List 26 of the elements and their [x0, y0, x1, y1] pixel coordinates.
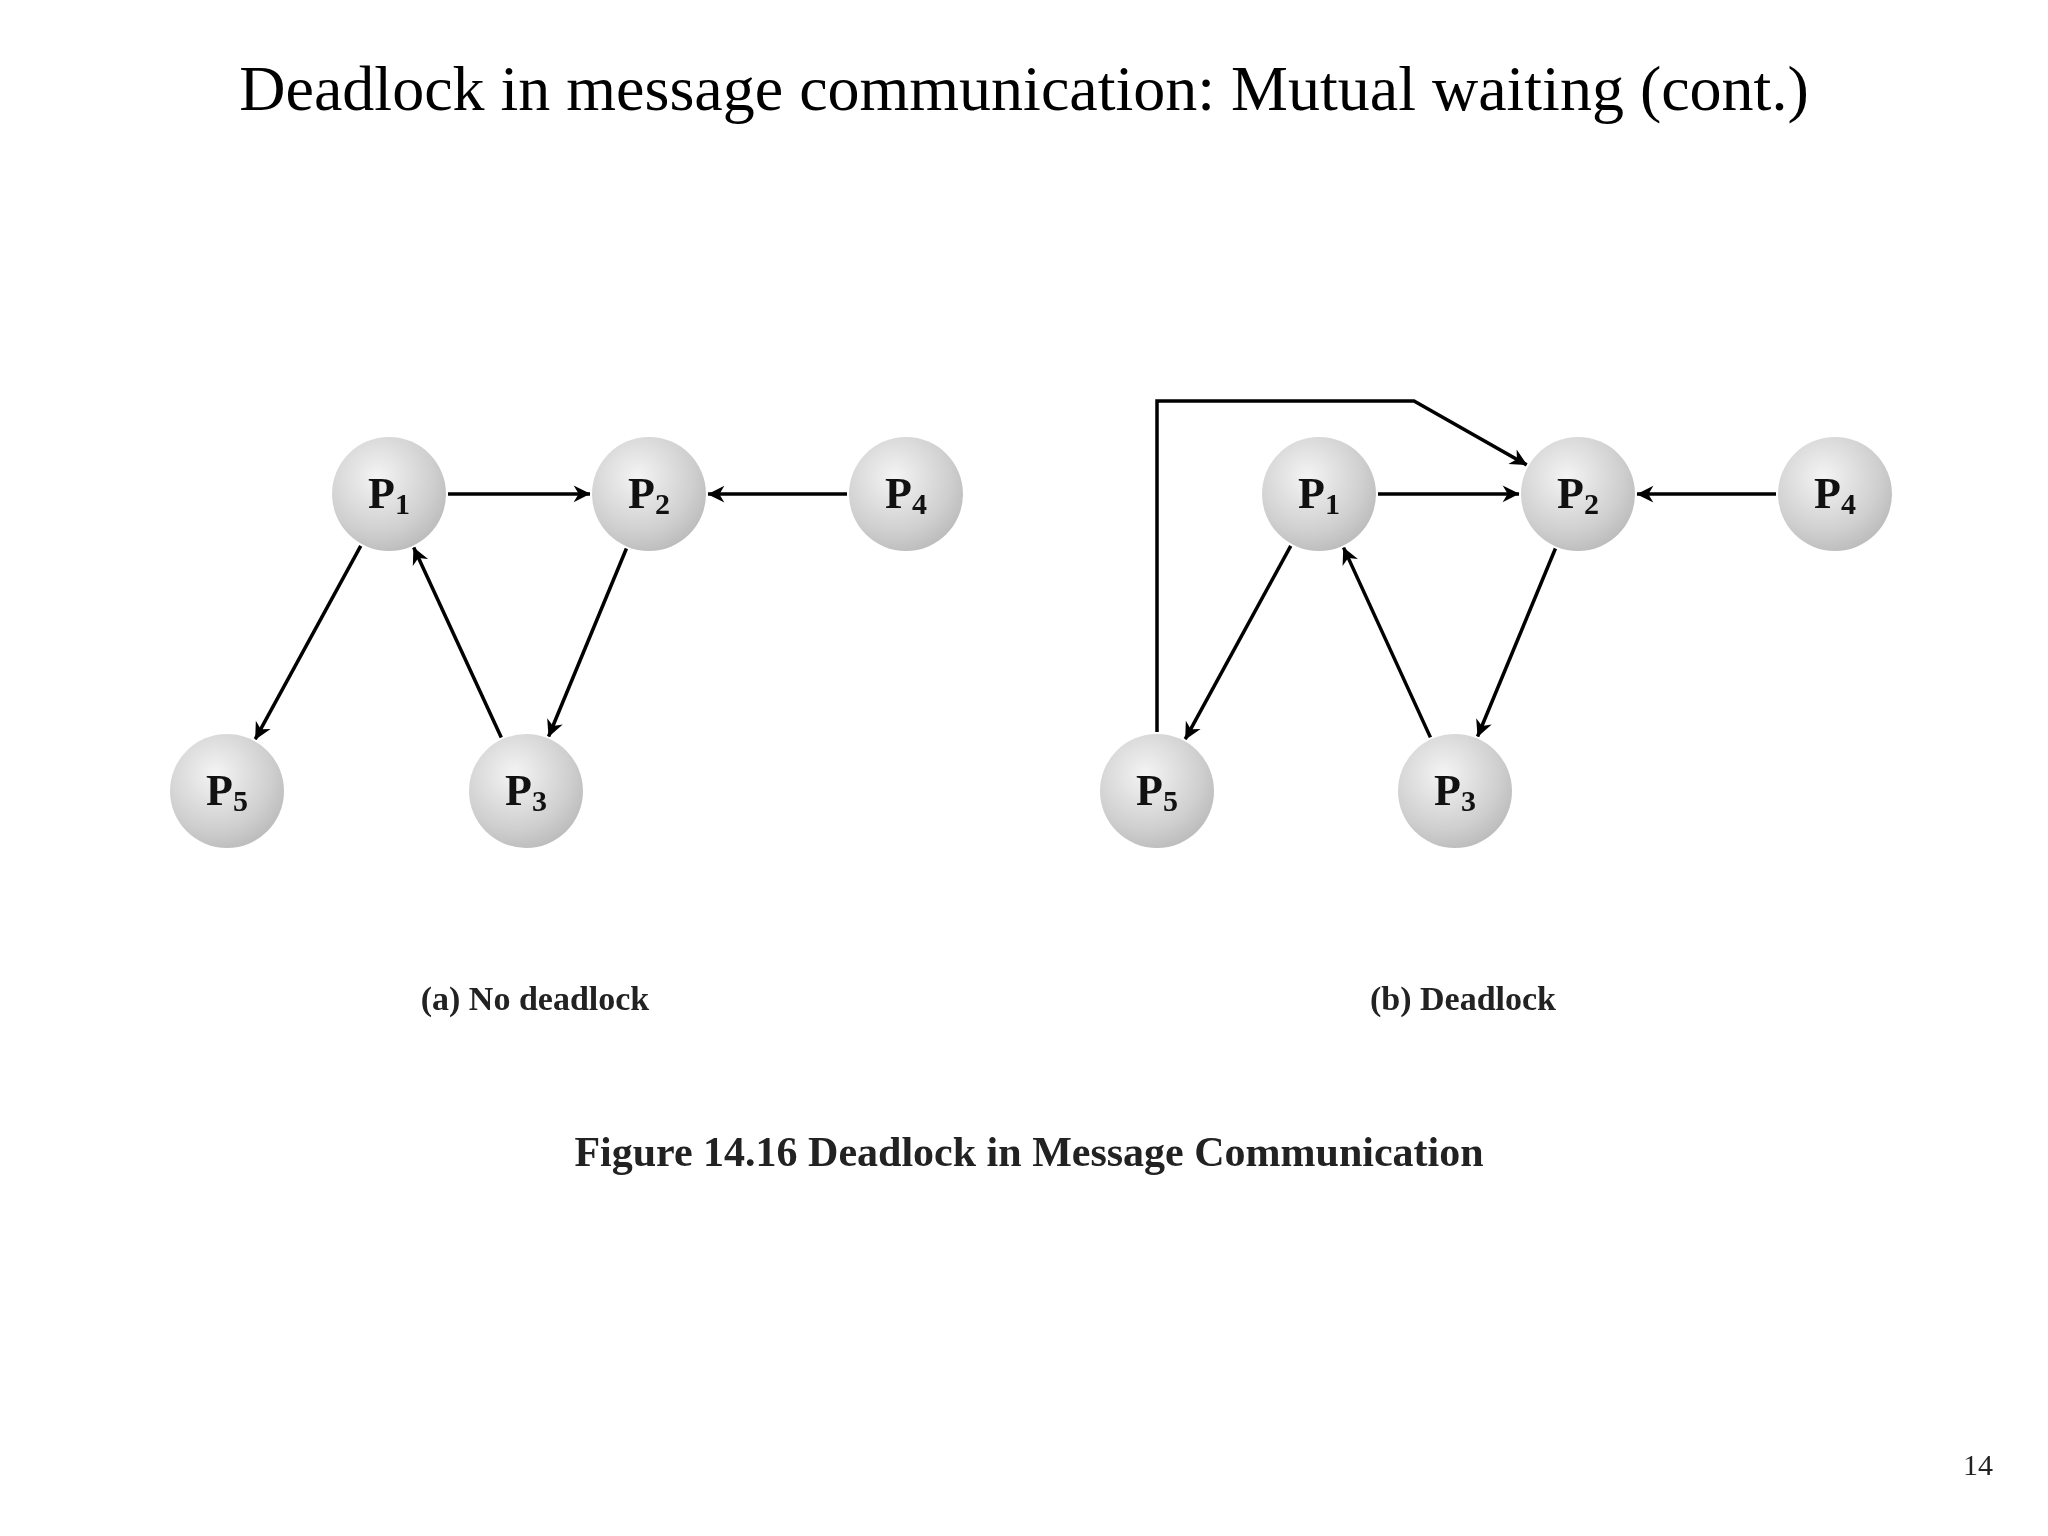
process-label: P$_{4}$	[885, 467, 927, 521]
process-label: P$_{3}$	[1434, 764, 1476, 818]
process-label: P$_{1}$	[368, 467, 410, 521]
subfigure-label: (a) No deadlock	[420, 980, 650, 1018]
figure-caption: Figure 14.16 Deadlock in Message Communication	[574, 1128, 1484, 1176]
arrow	[1378, 485, 1520, 503]
arrow	[1475, 547, 1558, 738]
process-label: P$_{1}$	[1298, 467, 1340, 521]
arrow	[1341, 546, 1433, 739]
process-label: P$_{5}$	[1136, 764, 1178, 818]
page-number: 14	[1963, 1448, 1993, 1482]
arrow	[412, 546, 503, 739]
process-label: P$_{2}$	[1557, 467, 1599, 521]
subfigure-label: (b) Deadlock	[1369, 980, 1557, 1018]
slide-title: Deadlock in message communication: Mutual waiting (cont.)	[239, 52, 1809, 126]
process-label: P$_{2}$	[628, 467, 670, 521]
arrow	[1183, 544, 1293, 741]
process-label: P$_{3}$	[505, 764, 547, 818]
arrow	[546, 547, 629, 738]
arrow	[253, 544, 363, 741]
arrow	[707, 485, 847, 503]
process-label: P$_{4}$	[1814, 467, 1856, 521]
arrow	[1636, 485, 1776, 503]
arrow	[1155, 399, 1528, 732]
process-label: P$_{5}$	[206, 764, 248, 818]
arrow	[448, 485, 591, 503]
